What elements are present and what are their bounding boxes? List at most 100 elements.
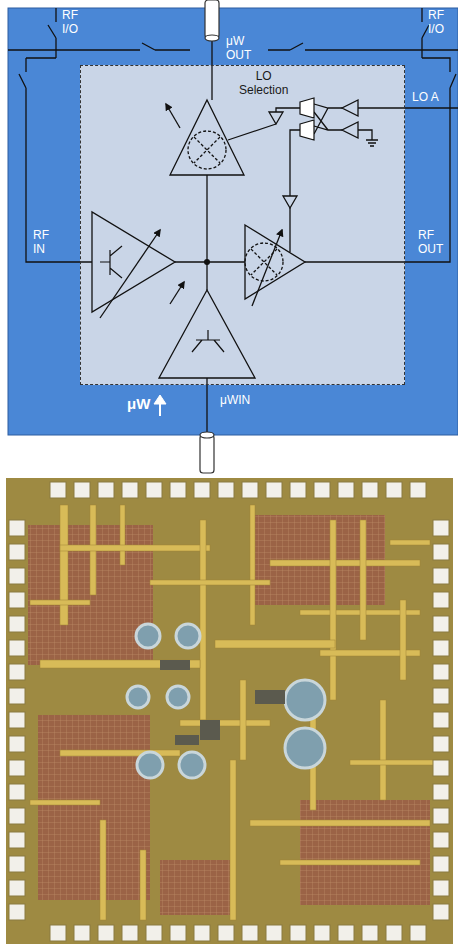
- circuit-wire: [268, 43, 458, 50]
- bond-pad: [9, 880, 25, 896]
- metal-trace: [390, 540, 430, 545]
- flow-arrow: [154, 395, 166, 404]
- metal-trace: [180, 720, 270, 726]
- device-cell: [255, 690, 285, 704]
- bond-pad: [338, 925, 354, 941]
- device-cell: [200, 720, 220, 740]
- gain-arrow: [100, 104, 282, 318]
- mux-symbol: [300, 98, 314, 140]
- bond-pad: [433, 640, 449, 656]
- amplifier-symbol: [159, 290, 255, 378]
- device-cell: [160, 660, 190, 670]
- junction-dot: [204, 259, 210, 265]
- bond-pad: [9, 832, 25, 848]
- circuit-wire: [290, 130, 300, 252]
- metal-trace: [140, 850, 146, 920]
- bond-pad: [433, 592, 449, 608]
- gain-arrow: [100, 230, 160, 318]
- bond-pad: [433, 544, 449, 560]
- circuit-wire: [314, 104, 342, 134]
- bond-pad: [433, 520, 449, 536]
- coax-connector: [200, 435, 214, 473]
- bond-pad: [433, 568, 449, 584]
- bond-pad: [314, 925, 330, 941]
- amplifier-symbol: [92, 100, 358, 378]
- ground-mesh: [38, 715, 150, 900]
- mixer-symbol: [194, 137, 220, 163]
- bond-pad: [50, 925, 66, 941]
- inductor: [167, 686, 189, 708]
- metal-trace: [330, 520, 336, 700]
- bond-pad: [50, 482, 66, 498]
- bond-pad: [122, 482, 138, 498]
- bond-pad: [362, 482, 378, 498]
- bond-pad: [9, 712, 25, 728]
- metal-trace: [250, 820, 430, 826]
- bond-pad: [218, 925, 234, 941]
- amplifier-symbol: [92, 212, 175, 312]
- signal-label: μW OUT: [226, 34, 251, 62]
- circuit-wire: [211, 38, 212, 100]
- metal-trace: [150, 580, 270, 585]
- bond-pad: [433, 856, 449, 872]
- signal-label: RF IN: [33, 228, 49, 256]
- circuit-panel: [8, 8, 458, 435]
- amplifier-symbol: [283, 196, 297, 208]
- amplifier-symbol: [342, 122, 358, 138]
- bond-pad: [194, 482, 210, 498]
- circuit-panel: [80, 65, 405, 385]
- coax-connector: [200, 432, 214, 438]
- coax-connector: [205, 35, 219, 41]
- circuit-wire: [8, 8, 458, 435]
- bond-pad: [218, 482, 234, 498]
- circuit-wire: [305, 58, 456, 262]
- block-title: LO Selection: [239, 69, 288, 97]
- bond-pad: [433, 688, 449, 704]
- bond-pad: [338, 482, 354, 498]
- bond-pad: [433, 736, 449, 752]
- signal-label: μWIN: [220, 393, 250, 407]
- metal-trace: [350, 760, 440, 765]
- amplifier-symbol: [342, 100, 358, 116]
- gain-arrow: [166, 104, 180, 128]
- inductor: [179, 752, 205, 778]
- bond-pad: [410, 925, 426, 941]
- transistor-symbol: [192, 330, 224, 352]
- bond-pad: [433, 808, 449, 824]
- bond-pad: [74, 925, 90, 941]
- inductor: [285, 728, 325, 768]
- inductor: [285, 680, 325, 720]
- metal-trace: [60, 505, 68, 625]
- chip-photo: [6, 478, 453, 944]
- mux-symbol: [300, 98, 314, 118]
- bond-pad: [146, 482, 162, 498]
- metal-trace: [280, 860, 420, 865]
- metal-trace: [30, 800, 100, 805]
- gain-arrow: [170, 282, 184, 304]
- bond-pad: [9, 784, 25, 800]
- metal-trace: [200, 520, 206, 720]
- transistor-symbol: [100, 246, 122, 278]
- bond-pad: [433, 832, 449, 848]
- bond-pad: [9, 856, 25, 872]
- metal-trace: [60, 750, 180, 756]
- bond-pad: [194, 925, 210, 941]
- bond-pad: [146, 925, 162, 941]
- chip-photo: [6, 478, 453, 944]
- signal-label: μW: [127, 397, 150, 411]
- bond-pad: [9, 736, 25, 752]
- circuit-wire: [175, 175, 245, 290]
- bond-pad: [290, 925, 306, 941]
- bond-pad: [290, 482, 306, 498]
- circuit-panel: [8, 8, 458, 435]
- bond-pad: [242, 925, 258, 941]
- bond-pad: [410, 482, 426, 498]
- bond-pad: [242, 482, 258, 498]
- inductor: [176, 624, 200, 648]
- circuit-wire: [8, 43, 190, 50]
- inductor: [137, 752, 163, 778]
- bond-pad: [9, 568, 25, 584]
